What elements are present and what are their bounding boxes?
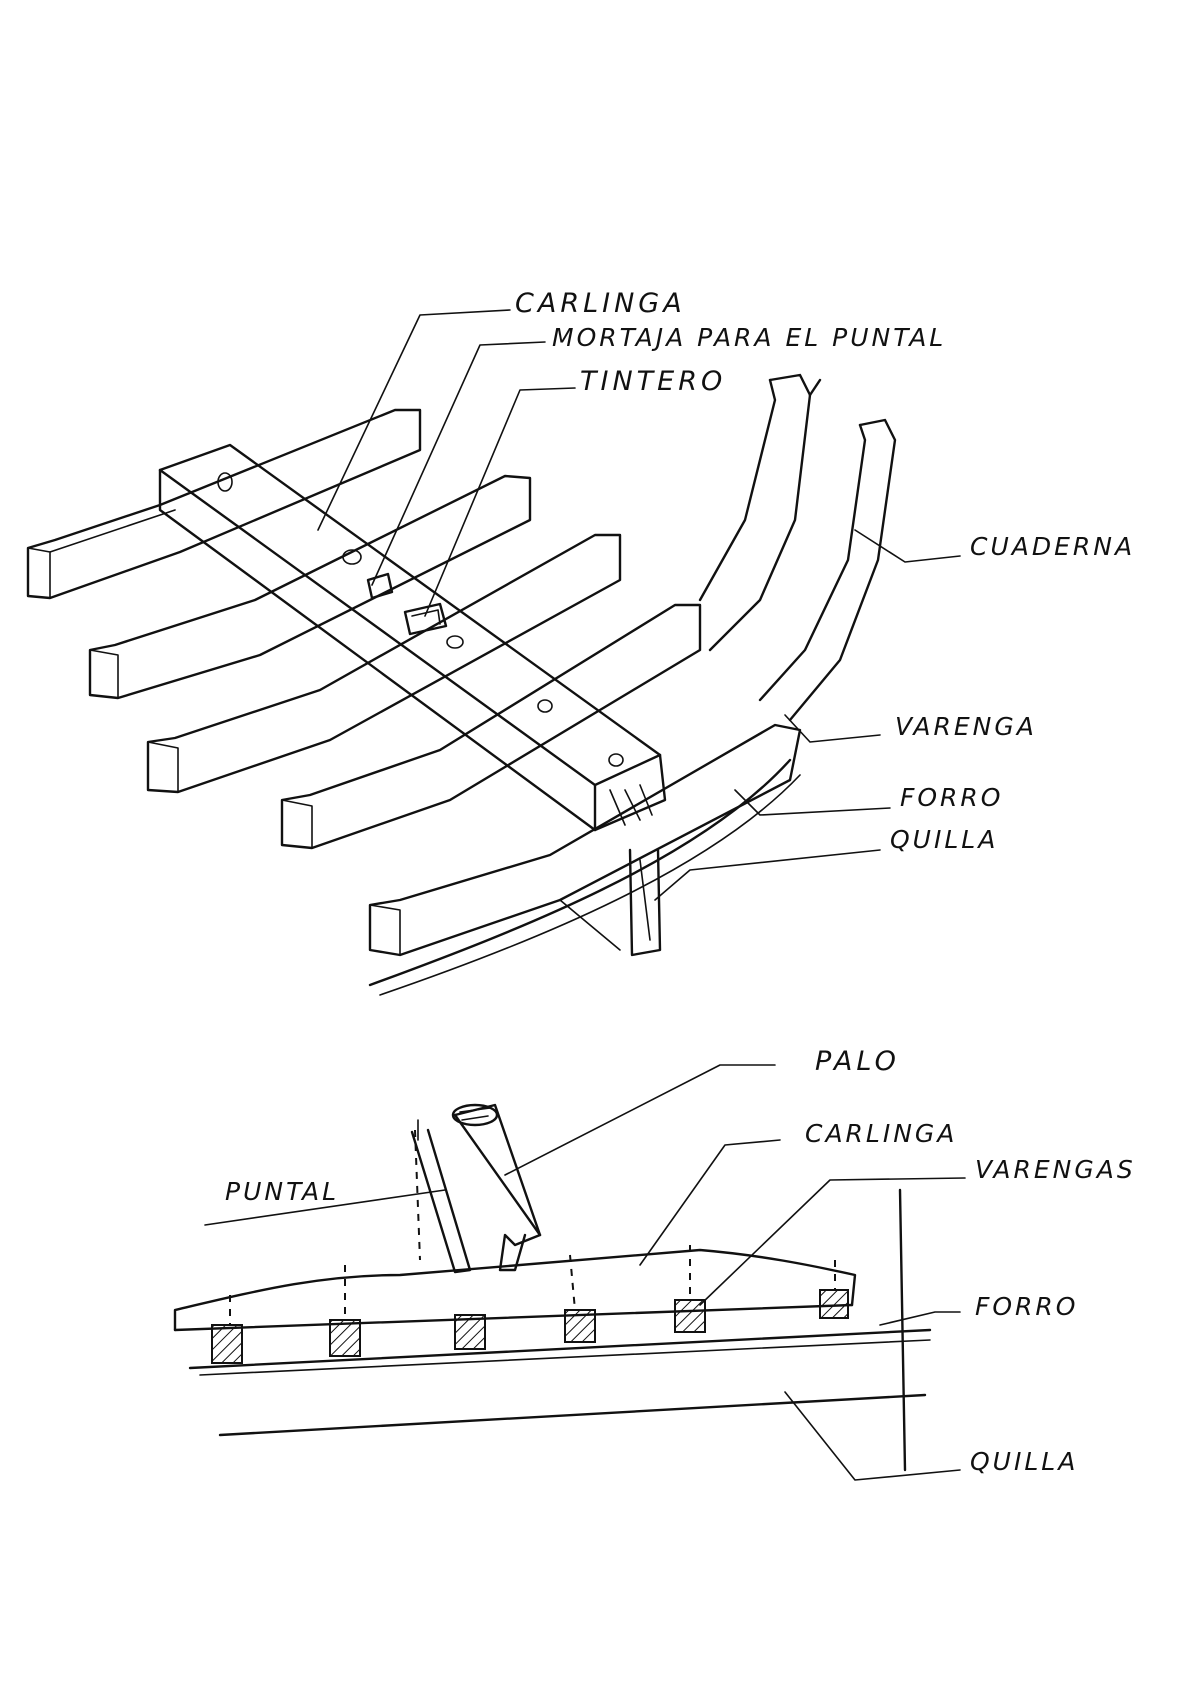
mast xyxy=(451,1103,542,1272)
keel xyxy=(559,848,662,957)
keelson-block xyxy=(158,443,667,832)
label-mortaja: MORTAJA PARA EL PUNTAL xyxy=(552,323,946,352)
label-varengas: VARENGAS xyxy=(975,1155,1136,1184)
label-palo: PALO xyxy=(815,1046,900,1077)
floor-timber-sections xyxy=(211,1289,849,1364)
planking-curve xyxy=(368,758,792,987)
dashed-bolts xyxy=(229,1129,836,1325)
puntal xyxy=(410,1119,472,1274)
keelson-side xyxy=(173,1248,857,1332)
floor-timbers xyxy=(26,408,802,957)
side-leader-lines xyxy=(204,1064,966,1481)
perspective-view: CARLINGA MORTAJA PARA EL PUNTAL TINTERO … xyxy=(26,288,1135,996)
label-quilla-top: QUILLA xyxy=(890,825,998,854)
label-quilla-side: QUILLA xyxy=(970,1447,1078,1476)
label-forro-top: FORRO xyxy=(900,783,1003,812)
planking-side xyxy=(188,1328,932,1370)
label-varenga-top: VARENGA xyxy=(895,712,1037,741)
top-leader-lines xyxy=(317,309,961,901)
frame-arms xyxy=(698,373,897,722)
side-view: PALO CARLINGA PUNTAL VARENGAS FORRO QUIL… xyxy=(173,1046,1136,1481)
label-tintero: TINTERO xyxy=(580,366,726,397)
label-carlinga-side: CARLINGA xyxy=(805,1119,957,1148)
label-carlinga-top: CARLINGA xyxy=(515,288,686,319)
label-puntal: PUNTAL xyxy=(225,1177,339,1206)
label-forro-side: FORRO xyxy=(975,1292,1078,1321)
label-cuaderna: CUADERNA xyxy=(970,532,1135,561)
keel-side xyxy=(218,1393,927,1437)
